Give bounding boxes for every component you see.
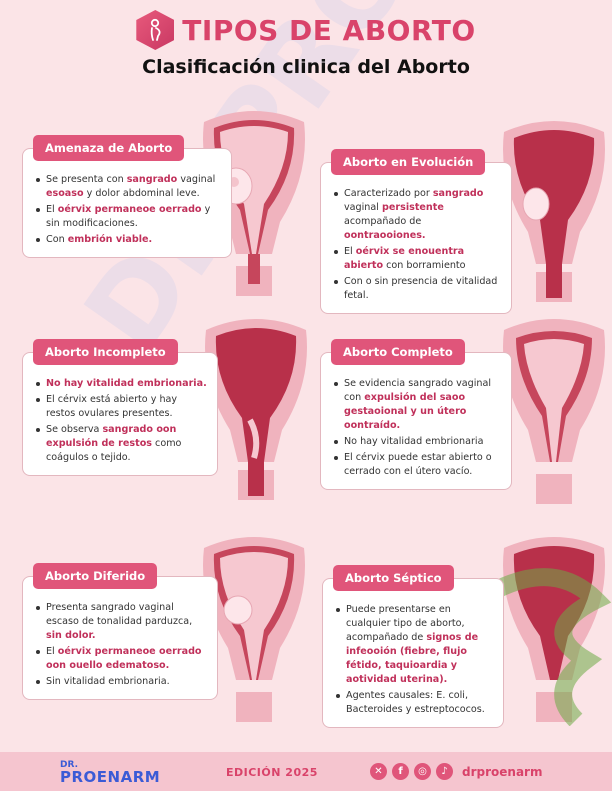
body-text: Con o sin presencia de vitalidad fetal. <box>344 276 498 301</box>
body-text: y sin modificaciones. <box>46 204 211 229</box>
card-amenaza: Amenaza de Aborto Se presenta con sangra… <box>22 135 232 258</box>
card-diferido: Aborto Diferido Presenta sangrado vagina… <box>22 563 218 700</box>
highlight-text: embrión viable. <box>67 234 153 245</box>
brand-top: DR. <box>60 760 78 770</box>
list-item: Se observa sangrado oon expulsión de res… <box>35 423 207 465</box>
list-item: El oérvix se enouentra abierto con borra… <box>333 245 501 273</box>
highlight-text: sangrado <box>432 188 484 199</box>
body-text: El cérvix puede estar abierto o cerrado … <box>344 452 492 477</box>
uterus-illustration-6 <box>496 537 612 726</box>
highlight-text: oérvix se enouentra abierto <box>344 246 465 271</box>
card-title: Aborto en Evolución <box>331 149 486 175</box>
body-text: El cérvix está abierto y hay restos ovul… <box>46 394 178 419</box>
instagram-icon[interactable]: ◎ <box>414 763 431 780</box>
body-text: Sin vitalidad embrionaria. <box>46 676 170 687</box>
highlight-text: expulsión del saoo gestaoional y un úter… <box>344 392 467 431</box>
page-title: TIPOS DE ABORTO <box>182 13 476 47</box>
body-text: El <box>46 204 58 215</box>
list-item: Con o sin presencia de vitalidad fetal. <box>333 275 501 303</box>
highlight-text: sin dolor. <box>46 630 96 641</box>
list-item: Se presenta con sangrado vaginal esoaso … <box>35 173 221 201</box>
body-text: como coágulos o tejido. <box>46 438 182 463</box>
body-text: Caracterizado por <box>344 188 433 199</box>
body-text: El <box>344 246 356 257</box>
card-completo: Aborto Completo Se evidencia sangrado va… <box>320 339 512 490</box>
card-title: Aborto Diferido <box>33 563 158 589</box>
list-item: El cérvix puede estar abierto o cerrado … <box>333 451 501 479</box>
page-subtitle: Clasificación clinica del Aborto <box>142 56 470 78</box>
highlight-text: persistente <box>382 202 444 213</box>
card-incompleto: Aborto Incompleto No hay vitalidad embri… <box>22 339 218 476</box>
list-item: No hay vitalidad embrionaria <box>333 435 501 449</box>
social-handle[interactable]: drproenarm <box>462 764 543 779</box>
card-title: Aborto Incompleto <box>33 339 178 365</box>
body-text: vaginal <box>344 202 382 213</box>
highlight-text: sangrado <box>126 174 178 185</box>
body-text: Se presenta con <box>46 174 127 185</box>
uterus-illustration-3 <box>205 319 307 500</box>
list-item: Presenta sangrado vaginal escaso de tona… <box>35 601 207 643</box>
card-evolucion: Aborto en Evolución Caracterizado por sa… <box>320 149 512 314</box>
highlight-text: No hay vitalidad embrionaria. <box>46 378 207 389</box>
uterus-illustration-4 <box>503 319 605 504</box>
highlight-text: sangrado oon expulsión de restos <box>46 424 177 449</box>
body-text: con borramiento <box>383 260 466 271</box>
list-item: Puede presentarse en cualquier tipo de a… <box>335 603 493 687</box>
uterus-illustration-5 <box>203 537 305 722</box>
list-item: No hay vitalidad embrionaria. <box>35 377 207 391</box>
highlight-text: signos de infeooión (fiebre, flujo fétid… <box>346 632 479 685</box>
list-item: Sin vitalidad embrionaria. <box>35 675 207 689</box>
social-links: ✕ f ◎ ♪ drproenarm <box>370 763 542 780</box>
body-text: Presenta sangrado vaginal escaso de tona… <box>46 602 193 627</box>
list-item: Con embrión viable. <box>35 233 221 247</box>
list-item: El oérvix permaneoe oerrado oon ouello e… <box>35 645 207 673</box>
list-item: Caracterizado por sangrado vaginal persi… <box>333 187 501 243</box>
x-icon[interactable]: ✕ <box>370 763 387 780</box>
body-text: y dolor abdominal leve. <box>83 188 200 199</box>
brand-logo[interactable]: DR. PROENARM <box>60 759 161 786</box>
card-title: Amenaza de Aborto <box>33 135 185 161</box>
card-septico: Aborto Séptico Puede presentarse en cual… <box>322 565 504 728</box>
card-title: Aborto Completo <box>331 339 465 365</box>
edition-label: EDICIÓN 2025 <box>226 766 318 779</box>
highlight-text: oérvix permaneoe oerrado <box>57 204 202 215</box>
body-text: acompañado de <box>344 216 422 227</box>
card-title: Aborto Séptico <box>333 565 454 591</box>
body-text: vaginal <box>177 174 216 185</box>
header: TIPOS DE ABORTO Clasificación clinica de… <box>0 10 612 78</box>
list-item: El cérvix está abierto y hay restos ovul… <box>35 393 207 421</box>
list-item: El oérvix permaneoe oerrado y sin modifi… <box>35 203 221 231</box>
body-text: Puede presentarse en cualquier tipo de a… <box>346 604 465 643</box>
body-text: Se evidencia sangrado vaginal con <box>344 378 492 403</box>
highlight-text: esoaso <box>46 188 84 199</box>
body-text: Agentes causales: E. coli, Bacteroides y… <box>346 690 485 715</box>
pregnant-woman-icon <box>136 10 175 50</box>
facebook-icon[interactable]: f <box>392 763 409 780</box>
highlight-text: oérvix permaneoe oerrado oon ouello edem… <box>46 646 202 671</box>
highlight-text: oontraooiones. <box>344 230 426 241</box>
body-text: No hay vitalidad embrionaria <box>344 436 484 447</box>
body-text: Se observa <box>46 424 103 435</box>
list-item: Agentes causales: E. coli, Bacteroides y… <box>335 689 493 717</box>
tiktok-icon[interactable]: ♪ <box>436 763 453 780</box>
brand-main: PROENARM <box>60 768 161 786</box>
body-text: El <box>46 646 58 657</box>
footer: DR. PROENARM EDICIÓN 2025 ✕ f ◎ ♪ drproe… <box>0 752 612 791</box>
body-text: Con <box>46 234 68 245</box>
list-item: Se evidencia sangrado vaginal con expuls… <box>333 377 501 433</box>
uterus-illustration-2 <box>503 121 605 302</box>
